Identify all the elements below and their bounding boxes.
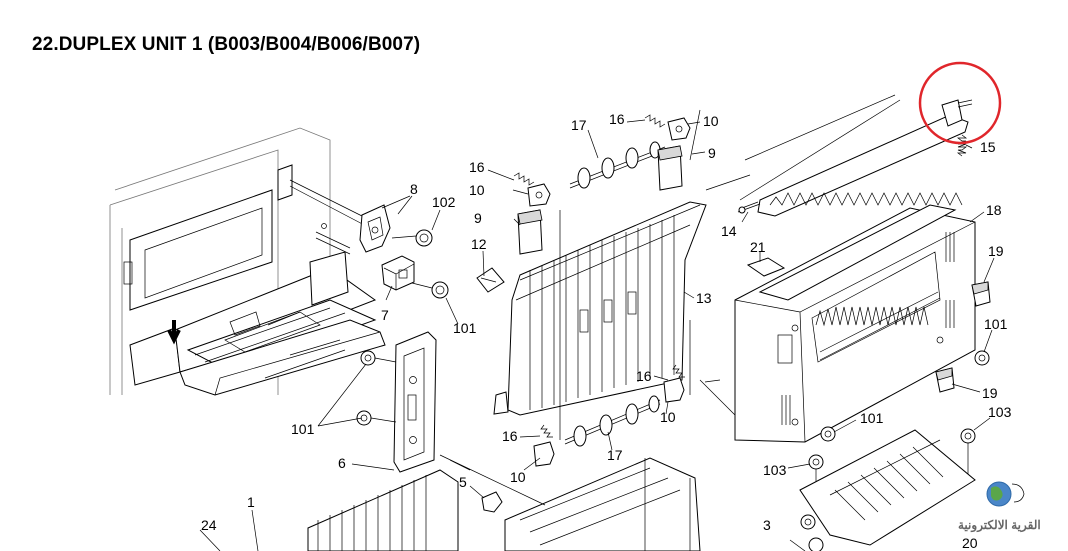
callout-label: 15 xyxy=(980,139,996,155)
part-18-duplex-body xyxy=(734,204,976,443)
part-6-bracket xyxy=(393,331,437,473)
machine-frame xyxy=(109,127,371,395)
leader-lines xyxy=(317,119,995,499)
watermark-text: القرية الالكترونية xyxy=(958,518,1041,532)
callout-label: 24 xyxy=(201,517,217,533)
callout-label: 10 xyxy=(510,469,526,485)
callout-label: 10 xyxy=(660,409,676,425)
callout-label: 16 xyxy=(609,111,625,127)
part-14-top-guide xyxy=(737,99,973,217)
part-9-upper xyxy=(517,145,683,255)
callout-label: 14 xyxy=(721,223,737,239)
highlight-circle xyxy=(918,61,1002,145)
callout-label: 17 xyxy=(607,447,623,463)
callout-label: 21 xyxy=(750,239,766,255)
part-5-clip xyxy=(481,491,503,513)
callout-label: 9 xyxy=(474,210,482,226)
bearing-10-upper xyxy=(527,117,691,207)
callout-label: 19 xyxy=(988,243,1004,259)
part-7-block xyxy=(381,255,415,291)
spring-16-lower xyxy=(540,364,685,438)
callout-label: 16 xyxy=(636,368,652,384)
spring-15 xyxy=(956,134,968,157)
screw-102 xyxy=(391,229,433,247)
assembly-lines xyxy=(199,94,901,551)
callout-label: 13 xyxy=(696,290,712,306)
screws-101b xyxy=(356,350,397,426)
bearing-10-lower xyxy=(533,377,685,467)
roller-17-lower xyxy=(564,395,661,447)
callout-label: 5 xyxy=(459,474,467,490)
screw-101a xyxy=(411,281,449,299)
part-13-guide-plate xyxy=(493,201,707,416)
callout-label: 16 xyxy=(469,159,485,175)
roller-17-upper xyxy=(569,141,666,189)
part-19-brackets xyxy=(935,281,991,393)
callout-label: 101 xyxy=(291,421,315,437)
callout-label: 102 xyxy=(432,194,456,210)
duplex-tray xyxy=(129,251,386,396)
lower-guide-right xyxy=(799,429,976,546)
callout-label: 9 xyxy=(708,145,716,161)
callout-label: 101 xyxy=(984,316,1008,332)
part-8-bracket xyxy=(359,195,411,253)
callout-label: 1 xyxy=(247,494,255,510)
lower-guide-left xyxy=(307,469,459,551)
callout-label: 101 xyxy=(860,410,884,426)
callout-label: 10 xyxy=(703,113,719,129)
callout-label: 10 xyxy=(469,182,485,198)
callout-label: 19 xyxy=(982,385,998,401)
part-21-sheet xyxy=(746,257,786,277)
callout-label: 3 xyxy=(763,517,771,533)
callout-label: 16 xyxy=(502,428,518,444)
callout-label: 103 xyxy=(988,404,1012,420)
part-12-sheet xyxy=(476,267,505,293)
callout-label: 7 xyxy=(381,307,389,323)
part-3-gears xyxy=(789,514,824,551)
callout-label: 18 xyxy=(986,202,1002,218)
watermark-logo xyxy=(986,481,1025,507)
callout-label: 8 xyxy=(410,181,418,197)
screws-right xyxy=(808,350,990,500)
callout-labels: 16 10 17 9 16 10 9 12 13 8 102 7 101 101… xyxy=(201,111,1012,551)
callout-label: 17 xyxy=(571,117,587,133)
callout-label: 6 xyxy=(338,455,346,471)
page-title: 22.DUPLEX UNIT 1 (B003/B004/B006/B007) xyxy=(32,34,421,55)
callout-label: 12 xyxy=(471,236,487,252)
spring-16-upper xyxy=(513,114,666,186)
callout-label: 101 xyxy=(453,320,477,336)
lower-transport xyxy=(504,457,701,551)
callout-label: 20 xyxy=(962,535,978,551)
callout-label: 103 xyxy=(763,462,787,478)
